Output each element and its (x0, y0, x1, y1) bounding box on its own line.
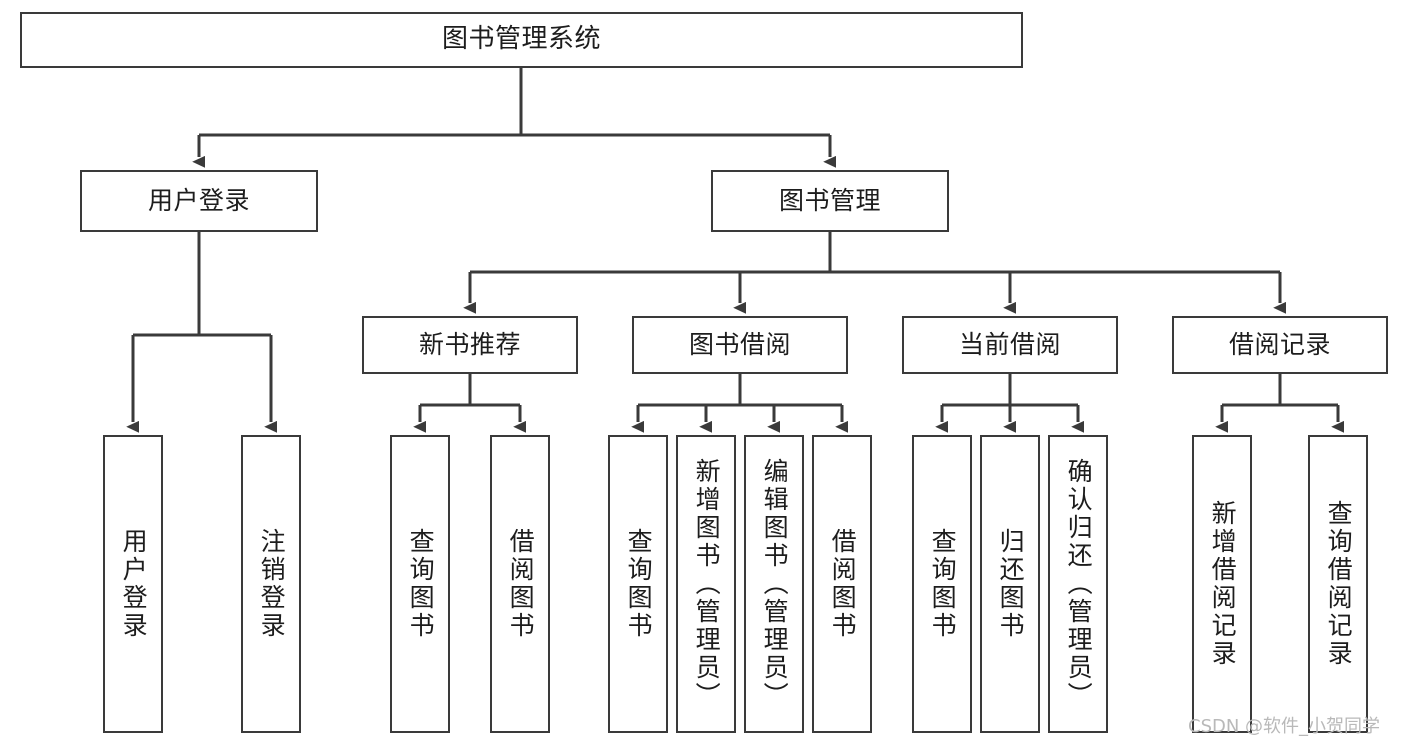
node-label: 新增图书（管理员） (692, 458, 722, 710)
node-book-borrow[interactable]: 图书借阅 (632, 316, 848, 374)
leaf-borrow-book[interactable]: 借阅图书 (812, 435, 872, 733)
node-book-management[interactable]: 图书管理 (711, 170, 949, 232)
node-label: 注销登录 (257, 528, 287, 640)
node-label: 查询借阅记录 (1324, 500, 1354, 668)
node-current-borrow[interactable]: 当前借阅 (902, 316, 1118, 374)
node-label: 借阅图书 (828, 528, 858, 640)
node-user-login[interactable]: 用户登录 (80, 170, 318, 232)
node-label: 借阅图书 (506, 528, 536, 640)
leaf-logout[interactable]: 注销登录 (241, 435, 301, 733)
node-new-book-recommend[interactable]: 新书推荐 (362, 316, 578, 374)
node-label: 新书推荐 (418, 329, 521, 359)
leaf-add-borrow-record[interactable]: 新增借阅记录 (1192, 435, 1252, 733)
node-borrow-records[interactable]: 借阅记录 (1172, 316, 1388, 374)
node-label: 查询图书 (624, 528, 654, 640)
leaf-query-book-recommend[interactable]: 查询图书 (390, 435, 450, 733)
leaf-user-login[interactable]: 用户登录 (103, 435, 163, 733)
leaf-query-book-current[interactable]: 查询图书 (912, 435, 972, 733)
node-label: 图书管理 (778, 185, 881, 215)
node-label: 借阅记录 (1228, 329, 1331, 359)
leaf-confirm-return-admin[interactable]: 确认归还（管理员） (1048, 435, 1108, 733)
node-label: 编辑图书（管理员） (760, 458, 790, 710)
node-label: 用户登录 (119, 528, 149, 640)
leaf-edit-book-admin[interactable]: 编辑图书（管理员） (744, 435, 804, 733)
leaf-query-book-borrow[interactable]: 查询图书 (608, 435, 668, 733)
node-root-library-system[interactable]: 图书管理系统 (20, 12, 1023, 68)
node-label: 新增借阅记录 (1208, 500, 1238, 668)
node-label: 当前借阅 (958, 329, 1061, 359)
leaf-return-book[interactable]: 归还图书 (980, 435, 1040, 733)
watermark: CSDN @软件_小贺同学 (1188, 716, 1381, 737)
leaf-query-borrow-record[interactable]: 查询借阅记录 (1308, 435, 1368, 733)
node-label: 确认归还（管理员） (1064, 458, 1094, 710)
node-label: 查询图书 (928, 528, 958, 640)
node-label: 归还图书 (996, 528, 1026, 640)
node-label: 图书借阅 (688, 329, 791, 359)
node-label: 用户登录 (147, 185, 250, 215)
node-label: 查询图书 (406, 528, 436, 640)
node-label: 图书管理系统 (441, 24, 601, 55)
leaf-borrow-book-recommend[interactable]: 借阅图书 (490, 435, 550, 733)
leaf-add-book-admin[interactable]: 新增图书（管理员） (676, 435, 736, 733)
